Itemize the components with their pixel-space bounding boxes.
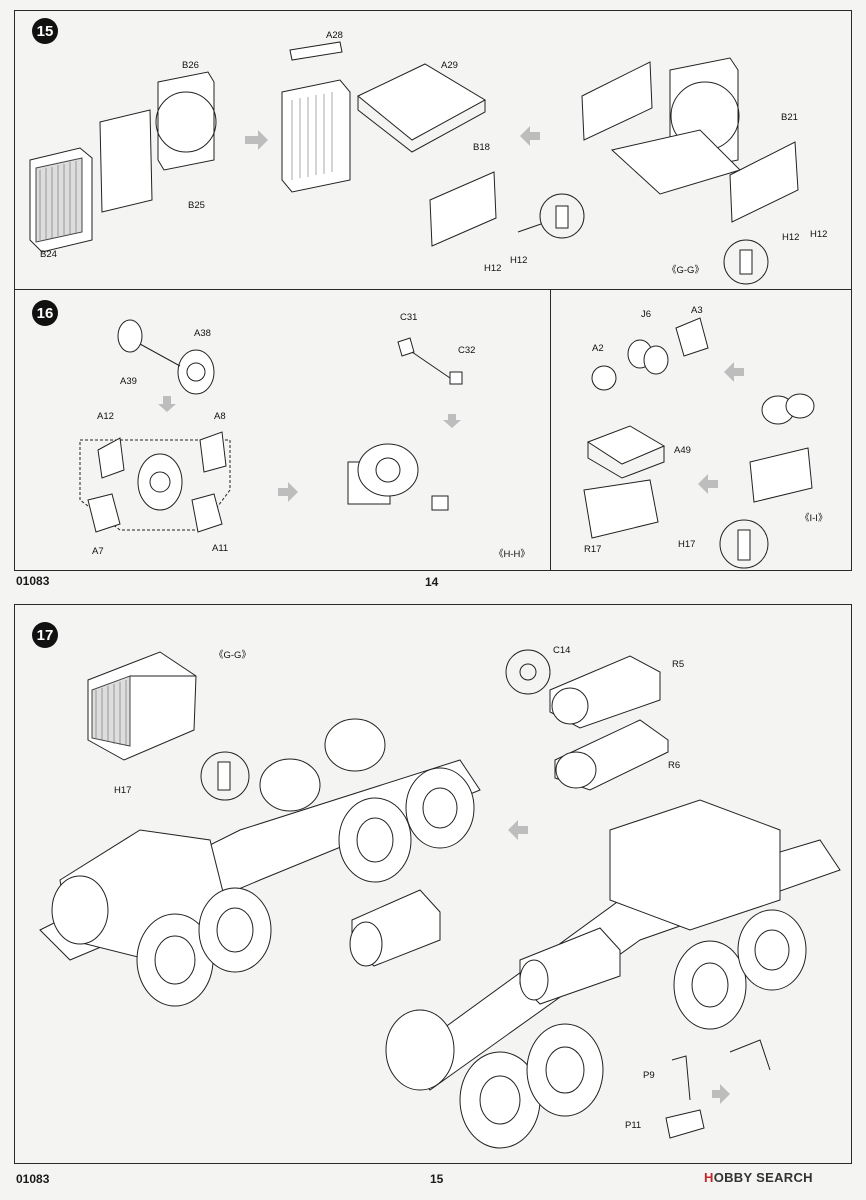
catalog-number-top: 01083 xyxy=(16,574,50,588)
truck-chassis-left-drawing xyxy=(39,718,481,1007)
label-h12-b: H12 xyxy=(510,255,528,266)
hub-c31-c32-drawing xyxy=(397,337,463,385)
exhaust-assembled-drawing xyxy=(749,393,815,503)
label-b24: B24 xyxy=(40,249,57,260)
radiator-b24-drawing xyxy=(29,71,217,253)
parts-p9-p11-drawing xyxy=(665,1039,771,1139)
label-a7: A7 xyxy=(92,546,104,557)
label-c32: C32 xyxy=(458,345,476,356)
label-h17: H17 xyxy=(678,539,696,550)
step-16-arrow-down-2 xyxy=(443,414,461,428)
step-17-arrow-p xyxy=(712,1084,730,1104)
step-16-arrow-right xyxy=(278,482,298,502)
label-h12-d: H12 xyxy=(810,229,828,240)
watermark-brand-text: OBBY SEARCH xyxy=(713,1170,813,1185)
label-c14: C14 xyxy=(553,645,571,656)
label-h17-17: H17 xyxy=(114,785,132,796)
label-r6: R6 xyxy=(668,760,681,771)
label-a49: A49 xyxy=(674,445,691,456)
step-16-number: 16 xyxy=(32,300,58,326)
label-h12-c: H12 xyxy=(782,232,800,243)
page-number-15: 15 xyxy=(430,1172,444,1186)
label-a12: A12 xyxy=(97,411,114,422)
step-17-number: 17 xyxy=(32,622,58,648)
label-view-g-g-15: 《G-G》 xyxy=(667,265,704,276)
label-j6: J6 xyxy=(641,309,652,320)
fuel-tank-parts-drawing xyxy=(505,649,669,791)
label-p9: P9 xyxy=(643,1070,655,1081)
step-15-arrow-left xyxy=(520,126,540,146)
part-b18-drawing xyxy=(429,171,585,247)
label-b21: B21 xyxy=(781,112,798,123)
label-a39: A39 xyxy=(120,376,137,387)
label-a11: A11 xyxy=(212,543,229,554)
step-16b-panel xyxy=(550,289,852,571)
label-b25: B25 xyxy=(188,200,205,211)
label-h12-a: H12 xyxy=(484,263,502,274)
label-b26: B26 xyxy=(182,60,199,71)
catalog-number-bottom: 01083 xyxy=(16,1172,50,1186)
label-c31: C31 xyxy=(400,312,418,323)
truck-chassis-right-drawing xyxy=(385,799,841,1149)
label-a29: A29 xyxy=(441,60,458,71)
label-a38: A38 xyxy=(194,328,211,339)
hub-h-h-drawing xyxy=(347,443,449,511)
label-a28: A28 xyxy=(326,30,343,41)
label-p11: P11 xyxy=(625,1120,642,1131)
detail-circle-h17 xyxy=(200,751,250,801)
box-a49-r17-drawing xyxy=(583,425,769,569)
step-15-16-drawings xyxy=(29,41,815,569)
exhaust-a2-a3-j6-drawing xyxy=(591,317,709,391)
step-16b-arrow-left xyxy=(724,362,744,382)
fuel-tank-left-drawing xyxy=(349,889,441,967)
label-view-i-i: 《I-I》 xyxy=(800,513,828,524)
hub-a38-a39-drawing xyxy=(117,319,215,395)
hub-assembly-a7-a8-a11-a12-drawing xyxy=(79,431,231,533)
label-view-h-h: 《H-H》 xyxy=(494,549,530,560)
label-r5: R5 xyxy=(672,659,685,670)
cooling-module-drawing xyxy=(87,651,197,761)
page-number-14: 14 xyxy=(425,575,439,589)
hobby-search-watermark: HOBBY SEARCH xyxy=(704,1170,813,1185)
label-a8: A8 xyxy=(214,411,226,422)
label-b18: B18 xyxy=(473,142,490,153)
label-view-g-g-17: 《G-G》 xyxy=(214,650,251,661)
step-17-panel xyxy=(14,604,852,1164)
step-15-number: 15 xyxy=(32,18,58,44)
label-a3: A3 xyxy=(691,305,703,316)
step-17-arrow-left xyxy=(508,820,528,840)
watermark-logo-letter: H xyxy=(704,1170,714,1185)
assembled-cooling-drawing xyxy=(581,57,799,285)
label-r17: R17 xyxy=(584,544,602,555)
step-16b-arrow-left-2 xyxy=(698,474,718,494)
radiator-a28-a29-drawing xyxy=(281,41,487,193)
label-a2: A2 xyxy=(592,343,604,354)
step-16-arrow-down xyxy=(158,396,176,412)
